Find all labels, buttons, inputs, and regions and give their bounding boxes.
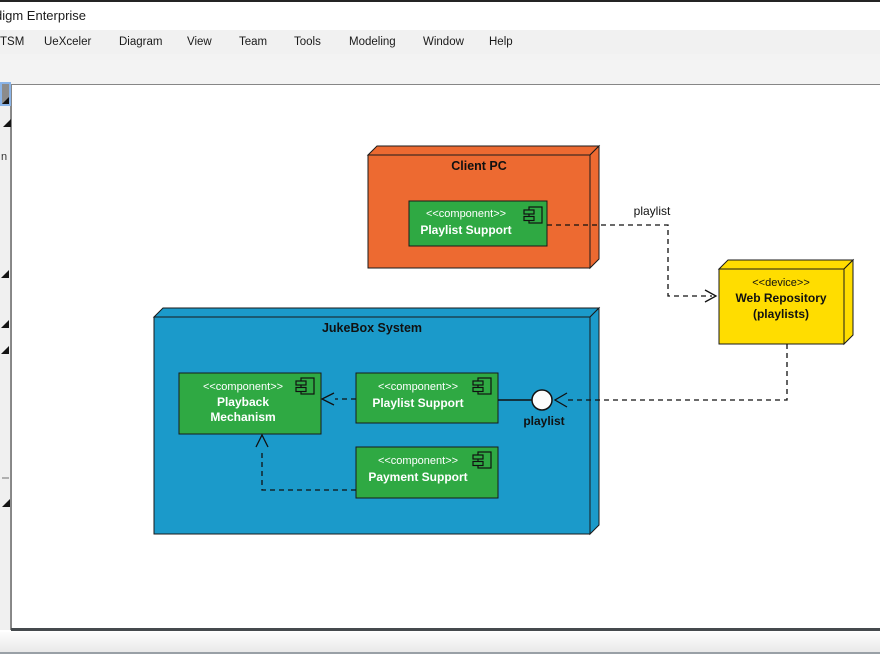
palette-tool-corner-icon[interactable] — [1, 346, 9, 354]
interface-ball-icon — [531, 389, 553, 411]
component-stereotype: <<component>> — [378, 381, 458, 393]
interface-label-playlist[interactable]: playlist — [523, 414, 564, 428]
node-jukebox-title: JukeBox System — [322, 321, 422, 335]
component-icon — [523, 206, 543, 224]
palette-tool-corner-icon[interactable] — [1, 270, 9, 278]
bottom-panel-divider — [0, 652, 880, 654]
menu-item-modeling[interactable]: Modeling — [349, 36, 396, 48]
menu-item-team[interactable]: Team — [239, 36, 268, 48]
component-name: Playlist Support — [372, 396, 463, 410]
window-top-edge — [0, 0, 880, 2]
palette-tool-corner-icon[interactable] — [1, 320, 9, 328]
component-client-playlist-support[interactable]: <<component>> Playlist Support — [408, 200, 548, 247]
dependency-clientpc-to-webrepository[interactable]: playlist — [547, 204, 718, 303]
component-name-line2: Mechanism — [210, 410, 275, 424]
palette-selected-tool-button[interactable] — [0, 82, 11, 106]
component-payment-support[interactable]: <<component>> Payment Support — [355, 446, 499, 499]
dependency-webrepository-to-interface[interactable] — [553, 344, 788, 408]
component-stereotype: <<component>> — [378, 455, 458, 467]
component-stereotype: <<component>> — [203, 381, 283, 393]
menu-item-tsm[interactable]: TSM — [0, 36, 25, 48]
component-stereotype: <<component>> — [426, 208, 506, 220]
menu-item-help[interactable]: Help — [489, 36, 513, 48]
diagram-canvas[interactable]: Client PC <<component>> Playlist Support… — [12, 85, 880, 630]
palette-divider — [2, 477, 9, 479]
menu-item-diagram[interactable]: Diagram — [119, 36, 163, 48]
palette-clipped-label: n — [1, 151, 8, 163]
component-name: Payment Support — [368, 470, 467, 484]
node-device-name: Web Repository — [735, 291, 826, 305]
palette-tool-corner-icon[interactable] — [2, 499, 10, 507]
window-title: digm Enterprise — [0, 8, 87, 23]
menu-item-uexceler[interactable]: UeXceler — [44, 36, 92, 48]
menu-item-tools[interactable]: Tools — [294, 36, 321, 48]
canvas-bottom-border — [11, 628, 880, 631]
title-bar: digm Enterprise — [0, 2, 880, 30]
component-name-line1: Playback — [217, 395, 269, 409]
palette-tool-corner-icon[interactable] — [3, 119, 11, 127]
node-device-stereotype: <<device>> — [752, 277, 810, 289]
node-client-pc[interactable]: Client PC — [366, 144, 601, 270]
menu-item-window[interactable]: Window — [423, 36, 464, 48]
component-playback-mechanism[interactable]: <<component>> Playback Mechanism — [178, 372, 322, 435]
node-web-repository[interactable]: <<device>> Web Repository (playlists) — [717, 258, 855, 346]
toolbar-strip — [0, 54, 880, 84]
component-icon — [472, 451, 492, 469]
bottom-collapsed-panel[interactable] — [0, 632, 880, 652]
node-device-qualifier: (playlists) — [753, 307, 809, 321]
tool-dropdown-corner-icon — [2, 97, 9, 104]
component-icon — [472, 377, 492, 395]
dependency-payment-to-playback[interactable] — [255, 433, 356, 491]
component-jukebox-playlist-support[interactable]: <<component>> Playlist Support — [355, 372, 499, 424]
dependency-playlist-to-playback[interactable] — [320, 392, 356, 406]
node-client-pc-title: Client PC — [451, 159, 507, 173]
component-name: Playlist Support — [420, 223, 511, 237]
menu-item-view[interactable]: View — [187, 36, 212, 48]
provided-interface-playlist[interactable]: playlist — [498, 389, 565, 428]
component-icon — [295, 377, 315, 395]
menu-bar: TSM UeXceler Diagram View Team Tools Mod… — [0, 30, 880, 54]
diagram-tool-palette — [0, 84, 11, 630]
connector-label-playlist[interactable]: playlist — [634, 204, 671, 218]
